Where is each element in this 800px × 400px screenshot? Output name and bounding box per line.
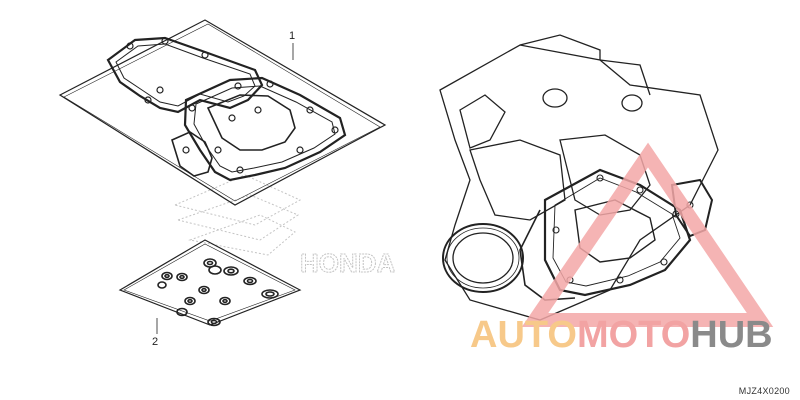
watermark-auto: AUTO [470,314,577,356]
engine-illustration [439,34,719,321]
watermark-moto: MOTO [576,314,691,356]
watermark-text: AUTOMOTOHUB [470,316,773,354]
diagram-code: MJZ4X0200 [738,386,790,396]
gasket-kit-b [118,239,302,334]
callout-part-2: 2 [152,336,159,348]
gasket-kit-a [58,19,387,206]
watermark-hub: HUB [690,314,773,356]
callout-part-1: 1 [289,30,296,42]
honda-logo-text: HONDA [300,248,396,278]
honda-wing-logo: HONDA [173,174,396,279]
watermark-triangle [521,142,774,327]
